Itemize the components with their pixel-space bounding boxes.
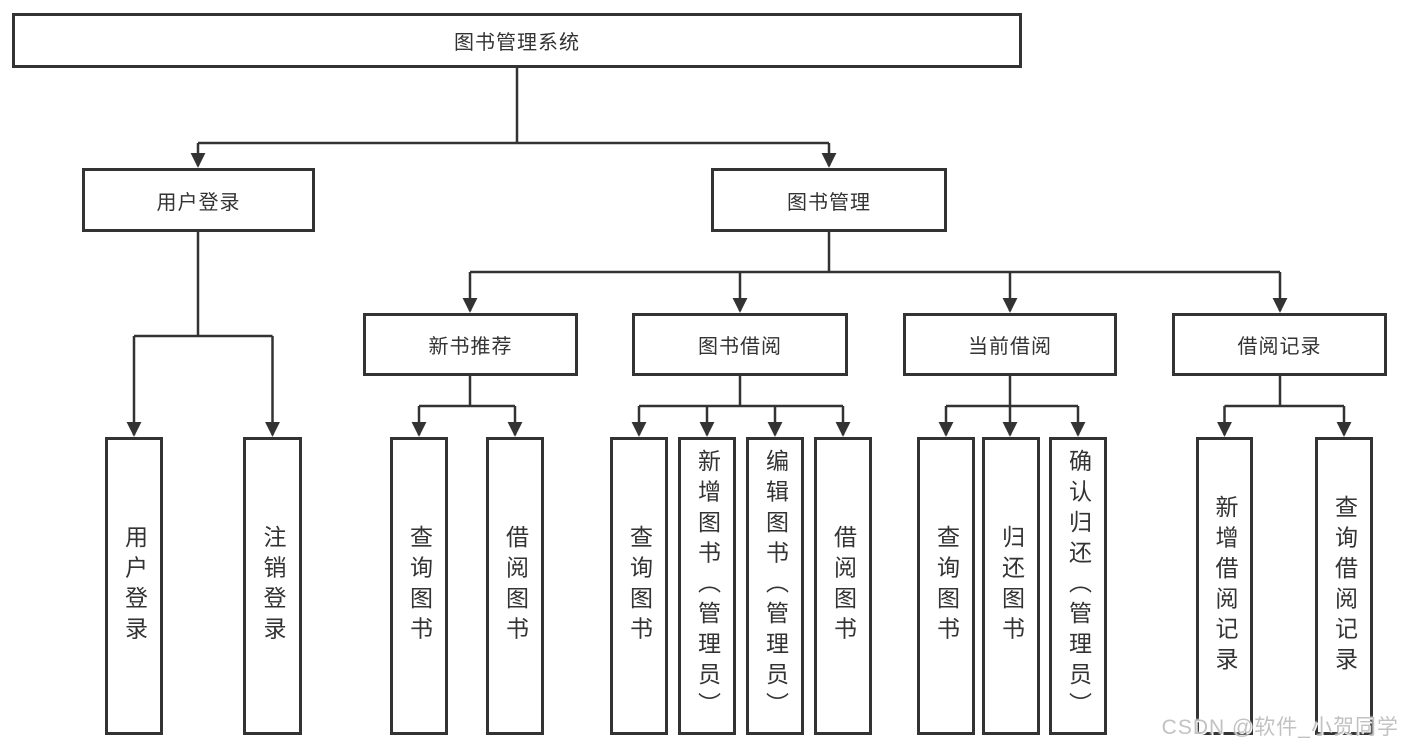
leaf-borrow-books-1-label: 借阅图书	[502, 525, 529, 647]
leaf-borrow-books-1: 借阅图书	[486, 437, 544, 735]
leaf-logout-label: 注销登录	[260, 525, 286, 647]
leaf-add-borrow-record: 新增借阅记录	[1196, 437, 1253, 735]
watermark: CSDN @软件_小贺同学	[1161, 716, 1399, 739]
leaf-user-login: 用户登录	[105, 437, 163, 735]
leaf-confirm-return-admin: 确认归还（管理员）	[1049, 437, 1107, 735]
node-book-management-label: 图书管理	[787, 191, 871, 214]
leaf-query-books-1: 查询图书	[390, 437, 448, 735]
connector-user-login	[126, 232, 280, 437]
leaf-return-book-label: 归还图书	[998, 525, 1025, 647]
leaf-return-book: 归还图书	[982, 437, 1040, 735]
connector-book-management	[462, 232, 1288, 313]
leaf-query-books-2: 查询图书	[610, 437, 668, 735]
leaf-edit-book-admin-label: 编辑图书（管理员）	[762, 449, 789, 723]
node-user-login: 用户登录	[82, 168, 315, 232]
node-borrow-records: 借阅记录	[1172, 313, 1387, 376]
leaf-add-borrow-record-label: 新增借阅记录	[1212, 494, 1238, 678]
node-current-borrow: 当前借阅	[903, 313, 1117, 376]
leaf-query-borrow-record-label: 查询借阅记录	[1331, 494, 1358, 678]
node-book-borrow-label: 图书借阅	[698, 336, 782, 358]
leaf-borrow-books-2: 借阅图书	[814, 437, 872, 735]
node-user-login-label: 用户登录	[156, 191, 241, 214]
node-new-book-recommend-label: 新书推荐	[428, 336, 513, 358]
node-new-book-recommend: 新书推荐	[363, 313, 578, 376]
leaf-logout: 注销登录	[243, 437, 302, 735]
connector-current-borrow	[938, 376, 1086, 437]
leaf-query-borrow-record: 查询借阅记录	[1315, 437, 1373, 735]
node-book-borrow: 图书借阅	[632, 313, 848, 376]
leaf-user-login-label: 用户登录	[121, 525, 148, 647]
leaf-query-books-2-label: 查询图书	[626, 525, 653, 647]
node-root-label: 图书管理系统	[454, 32, 580, 54]
leaf-query-books-1-label: 查询图书	[406, 525, 433, 647]
leaf-borrow-books-2-label: 借阅图书	[830, 525, 857, 647]
leaf-confirm-return-admin-label: 确认归还（管理员）	[1065, 449, 1092, 723]
connector-root	[190, 68, 837, 168]
leaf-add-book-admin: 新增图书（管理员）	[678, 437, 736, 735]
node-book-management: 图书管理	[711, 168, 947, 232]
node-root: 图书管理系统	[12, 13, 1022, 68]
node-borrow-records-label: 借阅记录	[1237, 336, 1322, 358]
leaf-query-books-3: 查询图书	[917, 437, 975, 735]
leaf-edit-book-admin: 编辑图书（管理员）	[746, 437, 804, 735]
connector-borrow-records	[1217, 376, 1352, 437]
leaf-query-books-3-label: 查询图书	[933, 525, 960, 647]
leaf-add-book-admin-label: 新增图书（管理员）	[694, 449, 721, 723]
node-current-borrow-label: 当前借阅	[968, 336, 1052, 358]
connector-book-borrow	[631, 376, 851, 437]
connector-new-book-recommend	[411, 376, 523, 437]
